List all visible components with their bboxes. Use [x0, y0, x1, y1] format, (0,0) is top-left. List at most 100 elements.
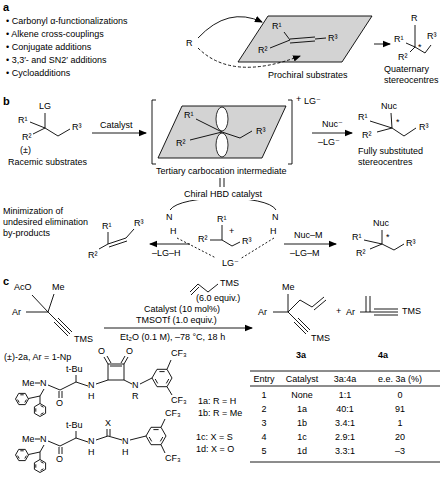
chem-label: N [40, 434, 47, 445]
chem-label: –LG–M [290, 248, 320, 259]
chem-label: Tertiary carbocation intermediate [156, 166, 287, 177]
table-cell: 3.4:1 [335, 418, 355, 429]
table-cell: 4 [261, 432, 266, 443]
chem-label: R¹ [358, 112, 368, 123]
chem-label: R³ [328, 33, 338, 44]
chem-label: O [56, 398, 63, 409]
chem-label: TMS [402, 306, 421, 317]
table-cell: 1 [261, 390, 266, 401]
table-cell: None [291, 390, 313, 401]
chem-label: R² [258, 45, 268, 56]
chem-label: Nuc [381, 101, 397, 112]
chem-label: R [186, 38, 193, 49]
chemical-bonds [250, 371, 440, 462]
chemical-bonds [29, 356, 173, 404]
table-cell: 5 [261, 446, 266, 457]
chem-label: R³ [256, 126, 266, 137]
reaction-arrows [284, 244, 336, 245]
chem-label: TMSOTf (1.0 equiv.) [136, 315, 217, 326]
table-cell: 1b [297, 418, 307, 429]
chem-label: Chiral HBD catalyst [184, 189, 262, 200]
bullet-item: • Conjugate additions [6, 42, 91, 53]
table-cell: 3 [261, 418, 266, 429]
chem-label: CF₃ [165, 408, 181, 419]
benzene-ring [16, 393, 29, 404]
table-cell: Catalyst [286, 374, 319, 385]
chem-label: Nuc⁻ [322, 119, 343, 130]
chem-label: R² [22, 132, 32, 143]
chem-label: CF₃ [171, 348, 187, 359]
chem-label: 1b: R = Me [198, 408, 242, 419]
p-orbital [216, 133, 228, 157]
chemical-bonds [99, 229, 134, 249]
chem-label: N [272, 212, 279, 223]
chem-label: (±)-2a, Ar = 1-Np [4, 352, 71, 363]
chem-label: R² [356, 248, 366, 259]
chem-label: R² [398, 52, 408, 63]
chem-label: H [88, 391, 95, 402]
prochiral-plane [158, 16, 372, 158]
chem-label: O [126, 346, 133, 357]
chem-label: + [296, 94, 301, 105]
chem-label: R³ [406, 238, 416, 249]
chem-label: R³ [242, 236, 252, 247]
chem-label: Nuc–M [294, 230, 323, 241]
benzene-ring [34, 460, 45, 473]
chem-label: R² [198, 234, 208, 245]
chem-label: Racemic substrates [8, 157, 87, 168]
chem-label: –LG–H [152, 248, 181, 259]
table-cell: 1c [297, 432, 307, 443]
table-cell: 2.9:1 [335, 432, 355, 443]
chemical-bonds [370, 113, 416, 136]
chem-label: 1d: X = O [196, 444, 234, 455]
panel-letter: b [3, 95, 10, 108]
chemical-bonds [26, 294, 72, 336]
reaction-arrows [198, 17, 262, 38]
table-cell: 3.3:1 [335, 446, 355, 457]
table-cell: 2 [261, 404, 266, 415]
reaction-arrows [92, 17, 390, 328]
chem-label: H [270, 226, 277, 237]
chem-label: AcO [14, 282, 32, 293]
chem-label: Me [52, 282, 65, 293]
chem-label: (6.0 equiv.) [196, 293, 240, 304]
chemical-bonds [360, 296, 398, 315]
bullet-item: • Cycloadditions [6, 68, 70, 79]
reaction-arrows [374, 44, 390, 45]
chem-label: LG⁻ [304, 96, 321, 107]
chem-label: Me [22, 378, 35, 389]
panel-letter: a [3, 1, 9, 14]
chem-label: Catalyst (10 mol%) [144, 304, 220, 315]
table-cell: e.e. 3a (%) [378, 374, 422, 385]
chem-label: Ar [258, 307, 267, 318]
chem-label: O [56, 454, 63, 465]
chemical-bonds [29, 419, 166, 460]
chem-label: 4a [378, 350, 388, 361]
chemical-bonds [152, 100, 292, 164]
chem-label: Catalyst [100, 120, 133, 131]
chem-label: N [166, 212, 173, 223]
chem-label: LG [39, 101, 51, 112]
table-cell: 1 [397, 418, 402, 429]
reaction-arrows [198, 48, 300, 67]
table-cell: 1d [297, 446, 307, 457]
table-cell: 3a:4a [334, 374, 357, 385]
chem-label: Fully substituted stereocentres [358, 146, 442, 168]
chem-label: N [122, 436, 129, 447]
table-cell: 1a [297, 404, 307, 415]
chem-label: TMS [220, 278, 239, 289]
reaction-arrows [312, 133, 352, 134]
bullet-item: • 3,3′- and SN2′ additions [6, 55, 107, 66]
chem-label: CF₃ [165, 453, 181, 464]
chem-label: R [411, 13, 418, 24]
chem-label: N [40, 378, 47, 389]
chem-label: t-Bu [66, 364, 83, 375]
chem-label: Minimization of undesired elimination by… [3, 206, 95, 239]
table-cell: –3 [395, 446, 405, 457]
chem-label: R¹ [102, 221, 112, 232]
panel-letter: c [3, 275, 9, 288]
table-cell: 20 [395, 432, 405, 443]
benzene-ring [16, 449, 29, 460]
